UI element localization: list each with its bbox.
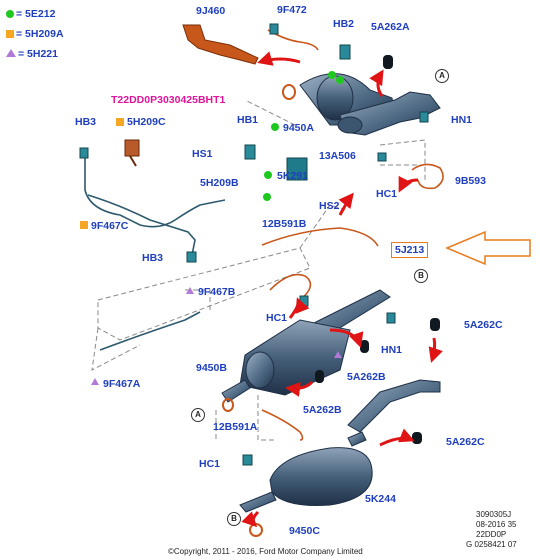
label-hc1-mid: HC1 <box>266 312 288 324</box>
dashed-leader-lines <box>91 99 426 441</box>
label-9f472: 9F472 <box>277 4 307 16</box>
label-5a262a: 5A262A <box>371 21 410 33</box>
ref-line-3: 22DD0P <box>476 530 507 539</box>
label-9450c: 9450C <box>289 525 320 537</box>
legend-item-5h221: = 5H221 <box>6 48 58 60</box>
label-9f467a: 9F467A <box>103 378 141 390</box>
label-5j213-highlighted: 5J213 <box>391 242 429 258</box>
label-5a262c-upper: 5A262C <box>464 319 503 331</box>
legend-code: = 5H209A <box>16 28 64 40</box>
label-hb3-top: HB3 <box>75 116 97 128</box>
label-5a262b-upper: 5A262B <box>347 371 386 383</box>
label-hc1-top: HC1 <box>376 188 398 200</box>
legend-code: = 5H221 <box>18 48 58 60</box>
front-pipe-assembly <box>299 73 441 136</box>
label-12b591a: 12B591A <box>213 421 258 433</box>
label-9450b: 9450B <box>196 362 227 374</box>
label-hn1-top: HN1 <box>451 114 473 126</box>
green-dot-icon <box>6 10 14 18</box>
label-9450a: 9450A <box>283 122 314 134</box>
sensor-wires <box>84 29 444 441</box>
label-hb3-bottom: HB3 <box>142 252 164 264</box>
label-5k244: 5K244 <box>365 493 396 505</box>
label-hs2: HS2 <box>319 200 340 212</box>
label-9b593: 9B593 <box>455 175 486 187</box>
orange-heatshield-parts <box>124 24 259 167</box>
ref-line-2: 08-2016 35 <box>476 520 517 529</box>
label-5h209b: 5H209B <box>200 177 239 189</box>
ref-line-4: G 0258421 07 <box>466 540 517 549</box>
callout-a-bottom: A <box>191 408 205 422</box>
legend-code: = 5E212 <box>16 8 56 20</box>
label-12b591b: 12B591B <box>262 218 307 230</box>
label-5h209c: 5H209C <box>127 116 166 128</box>
label-hb1: HB1 <box>237 114 259 126</box>
label-hn1-bottom: HN1 <box>381 344 403 356</box>
callout-a-top: A <box>435 69 449 83</box>
label-5a262b-lower: 5A262B <box>303 404 342 416</box>
label-hs1: HS1 <box>192 148 213 160</box>
label-5k291: 5K291 <box>277 170 308 182</box>
callout-b-mid: B <box>414 269 428 283</box>
label-t22dd0p3030425bht1: T22DD0P3030425BHT1 <box>111 94 226 106</box>
sensor-bodies <box>79 23 429 466</box>
orange-square-icon <box>6 30 14 38</box>
callout-b-bottom: B <box>227 512 241 526</box>
red-arrows <box>241 51 443 528</box>
label-5a262c-lower: 5A262C <box>446 436 485 448</box>
label-hb2: HB2 <box>333 18 355 30</box>
legend-item-5h209a: = 5H209A <box>6 28 64 40</box>
ref-line-1: 3090305J <box>476 510 512 519</box>
legend-item-5e212: = 5E212 <box>6 8 55 20</box>
label-13a506: 13A506 <box>319 150 356 162</box>
copyright: ©Copyright, 2011 - 2016, Ford Motor Comp… <box>168 547 363 556</box>
highlight-arrow <box>445 230 531 266</box>
label-9j460: 9J460 <box>196 5 226 17</box>
label-9f467c: 9F467C <box>91 220 129 232</box>
legend-markers-on-diagram <box>80 71 344 385</box>
purple-triangle-icon <box>6 49 16 57</box>
label-9f467b: 9F467B <box>198 286 236 298</box>
label-hc1-bottom: HC1 <box>199 458 221 470</box>
rear-pipe-muffler <box>239 379 441 513</box>
